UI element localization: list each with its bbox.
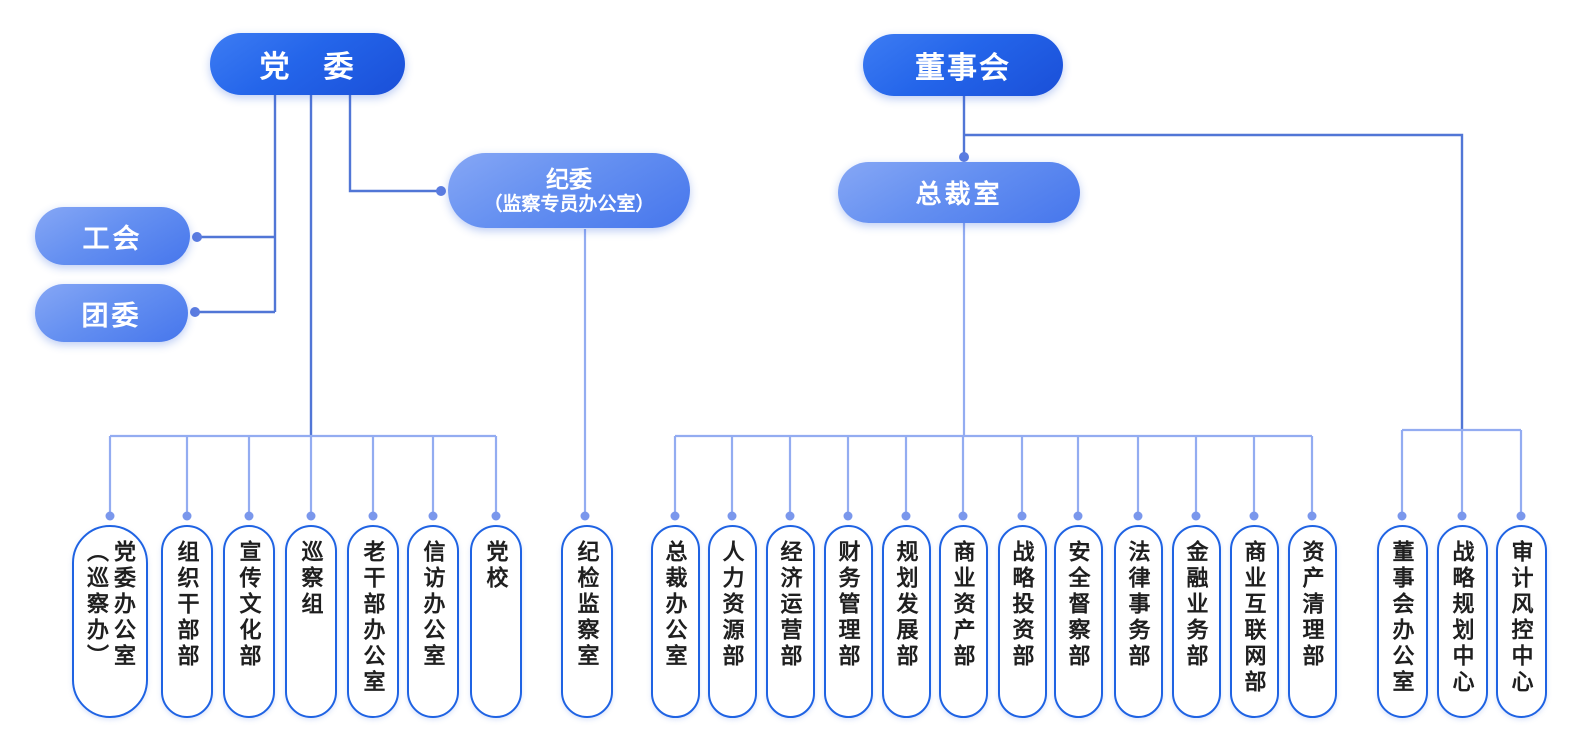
node-board: 董事会 bbox=[863, 34, 1063, 96]
node-party-committee: 党 委 bbox=[210, 33, 405, 95]
node-party-committee-label: 党 委 bbox=[259, 51, 356, 84]
org-node: 人力资源部 bbox=[707, 525, 757, 718]
org-node: 组织干部部 bbox=[161, 525, 213, 718]
node-president-office: 总裁室 bbox=[838, 162, 1080, 223]
connector-light-paths bbox=[108, 223, 1523, 512]
org-node-label: 规划发展部 bbox=[893, 540, 919, 670]
org-node: 商业资产部 bbox=[938, 525, 988, 718]
org-node-label: 财务管理部 bbox=[835, 540, 861, 670]
org-node-label: 董事会办公室 bbox=[1389, 540, 1415, 696]
org-node: 董事会办公室 bbox=[1376, 525, 1428, 718]
org-node: 战略规划中心 bbox=[1436, 525, 1488, 718]
org-node: 纪检监察室 bbox=[561, 525, 613, 718]
org-node-label: 党委办公室（巡察办） bbox=[84, 540, 136, 670]
node-discipline-commission: 纪委 （监察专员办公室） bbox=[448, 153, 690, 228]
org-node: 商业互联网部 bbox=[1229, 525, 1279, 718]
org-node-label: 经济运营部 bbox=[777, 540, 803, 670]
node-president-office-label: 总裁室 bbox=[915, 179, 1003, 209]
org-node-label: 巡察组 bbox=[298, 540, 324, 618]
org-node: 资产清理部 bbox=[1287, 525, 1337, 718]
node-board-label: 董事会 bbox=[915, 52, 1011, 85]
org-node-label: 法律事务部 bbox=[1125, 540, 1151, 670]
org-node: 宣传文化部 bbox=[223, 525, 275, 718]
org-node: 经济运营部 bbox=[765, 525, 815, 718]
org-node-label: 宣传文化部 bbox=[236, 540, 262, 670]
org-node: 金融业务部 bbox=[1171, 525, 1221, 718]
connector-dark-paths bbox=[195, 95, 1464, 437]
org-node: 法律事务部 bbox=[1113, 525, 1163, 718]
org-node: 老干部办公室 bbox=[347, 525, 399, 718]
org-node: 信访办公室 bbox=[407, 525, 459, 718]
org-node: 财务管理部 bbox=[823, 525, 873, 718]
junction-dots-dark bbox=[190, 152, 969, 317]
org-node-label: 党校 bbox=[483, 540, 509, 592]
org-node-label: 总裁办公室 bbox=[662, 540, 688, 670]
org-node: 规划发展部 bbox=[881, 525, 931, 718]
org-node-label: 人力资源部 bbox=[719, 540, 745, 670]
org-node: 巡察组 bbox=[285, 525, 337, 718]
org-node-label: 安全督察部 bbox=[1065, 540, 1091, 670]
node-youth-league: 团委 bbox=[35, 284, 188, 342]
org-node-label: 组织干部部 bbox=[174, 540, 200, 670]
org-node: 安全督察部 bbox=[1053, 525, 1103, 718]
node-discipline-commission-subtitle: （监察专员办公室） bbox=[483, 193, 655, 215]
org-node-label: 战略规划中心 bbox=[1449, 540, 1475, 696]
org-node-label: 资产清理部 bbox=[1299, 540, 1325, 670]
org-node: 党校 bbox=[470, 525, 522, 718]
org-node-label: 商业资产部 bbox=[950, 540, 976, 670]
org-node-label: 老干部办公室 bbox=[360, 540, 386, 696]
org-node-label: 战略投资部 bbox=[1009, 540, 1035, 670]
org-node-label: 纪检监察室 bbox=[574, 540, 600, 670]
org-node: 总裁办公室 bbox=[650, 525, 700, 718]
org-node-label: 审计风控中心 bbox=[1508, 540, 1534, 696]
org-node-label: 商业互联网部 bbox=[1241, 540, 1267, 696]
node-union: 工会 bbox=[35, 207, 190, 265]
org-node-label: 金融业务部 bbox=[1183, 540, 1209, 670]
junction-dots-light bbox=[105, 511, 1526, 521]
node-union-label: 工会 bbox=[82, 223, 143, 254]
node-youth-league-label: 团委 bbox=[81, 300, 142, 331]
org-node: 党委办公室（巡察办） bbox=[72, 525, 148, 718]
org-node: 审计风控中心 bbox=[1495, 525, 1547, 718]
node-discipline-commission-title: 纪委 bbox=[546, 165, 592, 192]
org-node-label: 信访办公室 bbox=[420, 540, 446, 670]
org-node: 战略投资部 bbox=[997, 525, 1047, 718]
